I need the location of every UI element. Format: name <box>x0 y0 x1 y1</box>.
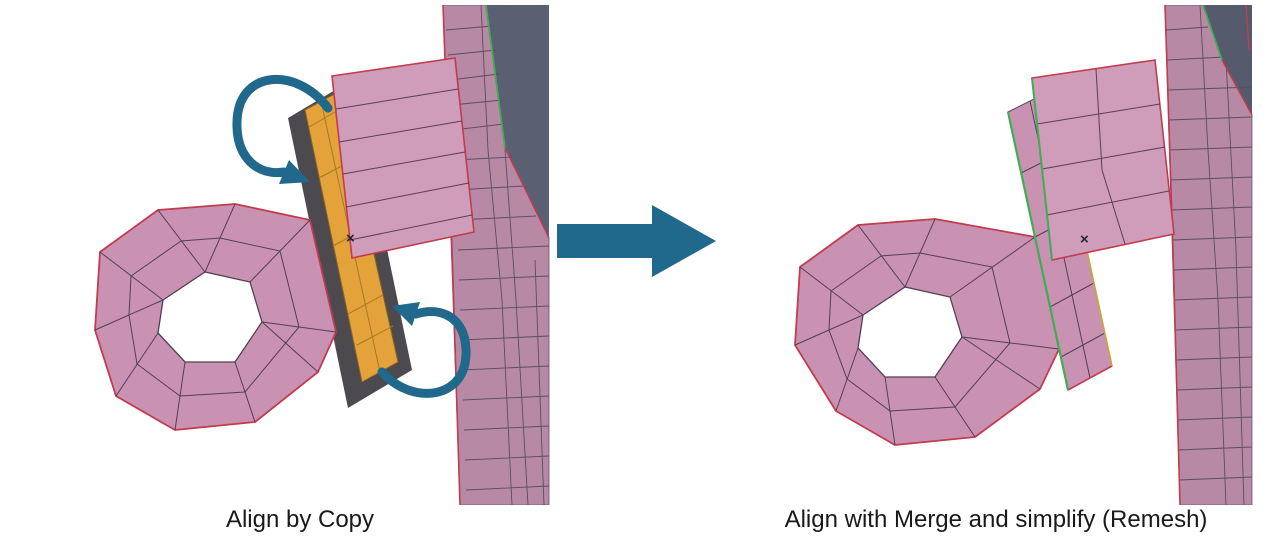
green-boundary-edge <box>1202 5 1223 61</box>
red-boundary-edge <box>1164 5 1181 505</box>
caption-align-merge-remesh: Align with Merge and simplify (Remesh) <box>784 506 1208 533</box>
slab-mesh <box>288 57 475 408</box>
mesh-edges <box>1036 68 1170 245</box>
mesh-edges <box>94 203 337 431</box>
right-block-arrow-icon <box>557 205 716 277</box>
x-center-marker: × <box>1080 231 1089 248</box>
bracket-mesh <box>94 203 337 431</box>
red-boundary-edge <box>1067 365 1113 391</box>
mesh-edges <box>1165 5 1253 505</box>
merge-seam-green-edge <box>1006 111 1070 391</box>
mesh-edges <box>794 218 1060 446</box>
caption-align-by-copy: Align by Copy <box>225 506 375 533</box>
wall-mesh <box>442 5 550 505</box>
rotate-arrows <box>232 74 471 398</box>
mesh-edges <box>335 88 473 241</box>
bracket-hole <box>157 271 263 363</box>
mesh-edges <box>445 5 550 505</box>
figure-align-by-copy: × <box>94 5 550 505</box>
merge-seam-green-edge <box>1031 77 1053 261</box>
green-boundary-edge <box>485 5 506 149</box>
red-silhouette-edge <box>1221 59 1253 116</box>
slab-top-face <box>1031 59 1175 261</box>
bracket-hole <box>857 286 963 378</box>
bracket-mesh <box>794 218 1060 446</box>
red-silhouette-edge <box>504 147 550 239</box>
wall-mesh <box>1164 5 1253 505</box>
figure-align-merge-remesh: × <box>794 5 1253 505</box>
red-edge-detail <box>1245 5 1250 51</box>
arrowhead-icon <box>279 160 310 184</box>
transform-arrow <box>557 205 716 277</box>
viewport-background <box>486 5 549 238</box>
curved-rotate-arrow-icon <box>232 74 333 178</box>
arrowhead-icon <box>392 302 420 326</box>
slab-mesh <box>1006 59 1175 391</box>
slab-top-face <box>331 57 475 259</box>
x-center-marker: × <box>346 230 355 247</box>
curved-rotate-arrow-icon <box>377 307 471 398</box>
